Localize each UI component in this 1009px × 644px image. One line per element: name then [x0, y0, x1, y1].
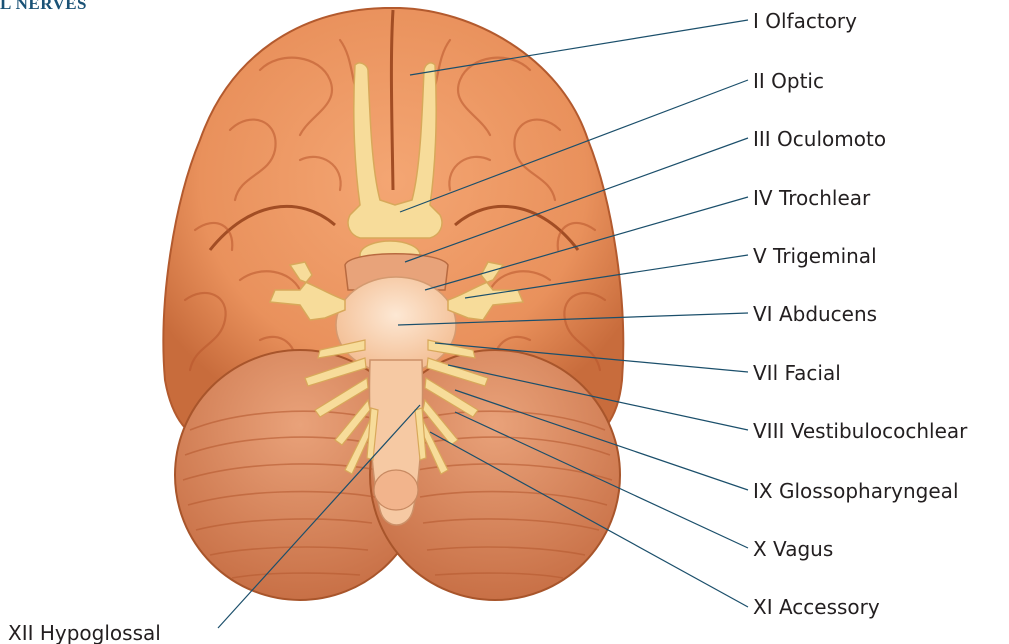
label-olfactory: I Olfactory	[753, 9, 857, 33]
label-vagus: X Vagus	[753, 537, 833, 561]
label-vestibulocochlear: VIII Vestibulocochlear	[753, 419, 968, 443]
label-trochlear: IV Trochlear	[753, 186, 871, 210]
label-glossopharyngeal: IX Glossopharyngeal	[753, 479, 959, 503]
label-hypoglossal: XII Hypoglossal	[8, 621, 161, 644]
label-accessory: XI Accessory	[753, 595, 880, 619]
label-optic: II Optic	[753, 69, 824, 93]
label-facial: VIl Facial	[753, 361, 841, 385]
label-abducens: VI Abducens	[753, 302, 877, 326]
label-trigeminal: V Trigeminal	[753, 244, 877, 268]
label-oculomotor: III Oculomoto	[753, 127, 886, 151]
